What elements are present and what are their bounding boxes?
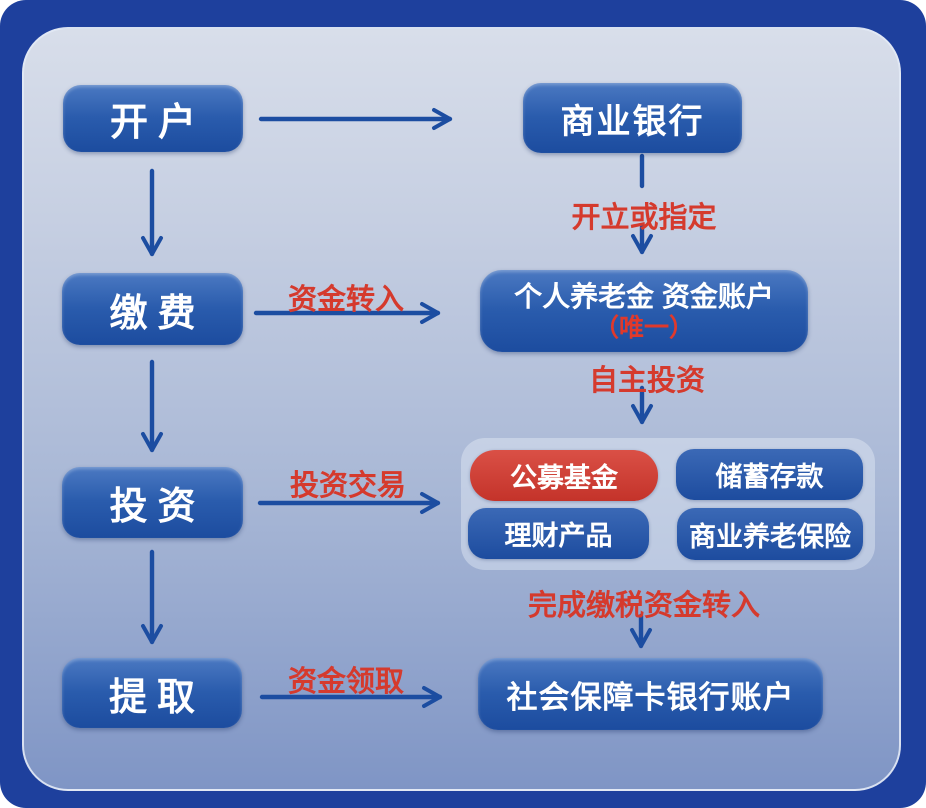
product-commercial-pension-insurance: 商业养老保险 [677,508,863,560]
label-open-or-designate: 开立或指定 [571,202,717,234]
product-wealth-management: 理财产品 [468,508,649,559]
step-open-account: 开户 [63,85,243,152]
node-commercial-bank: 商业银行 [523,83,742,153]
label-investment-trading: 投资交易 [289,470,407,502]
product-public-fund: 公募基金 [470,450,658,501]
product-group: 公募基金 储蓄存款 理财产品 商业养老保险 [461,438,875,570]
pension-account-unique-tag: （唯一） [593,314,694,342]
pension-account-title: 个人养老金 资金账户 [514,281,774,312]
node-pension-fund-account: 个人养老金 资金账户 （唯一） [480,270,808,352]
label-after-tax-funds-transfer-in: 完成缴税资金转入 [527,590,761,622]
label-funds-transfer-in: 资金转入 [287,284,405,316]
label-funds-withdrawal: 资金领取 [287,666,405,698]
product-savings-deposit: 储蓄存款 [676,449,863,500]
step-contribute: 缴费 [62,273,243,345]
step-invest: 投资 [62,467,243,538]
node-social-security-card-account: 社会保障卡银行账户 [478,658,823,730]
label-self-directed-investment: 自主投资 [588,365,706,397]
step-withdraw: 提取 [62,658,242,728]
